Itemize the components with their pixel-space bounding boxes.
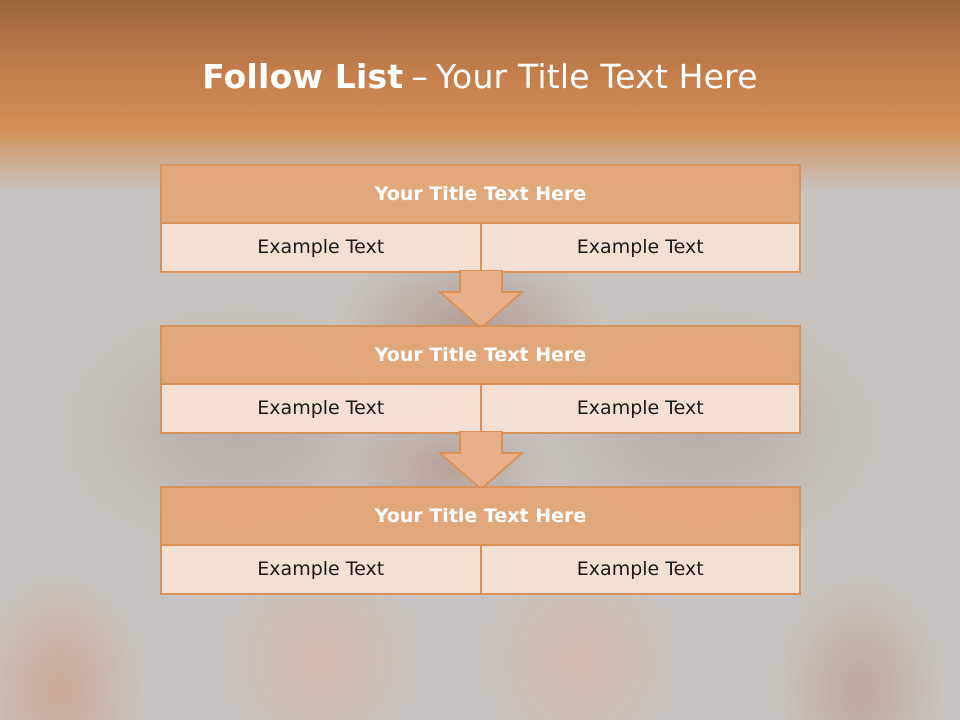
flow-block-cell-left: Example Text xyxy=(162,546,482,593)
flow-block-cell-right: Example Text xyxy=(481,385,799,432)
flow-block-3: Your Title Text Here Example Text Exampl… xyxy=(160,486,801,595)
down-arrow-icon xyxy=(438,270,524,330)
flow-block-1: Your Title Text Here Example Text Exampl… xyxy=(160,164,801,273)
flow-block-title: Your Title Text Here xyxy=(162,166,799,224)
slide-title-separator: – xyxy=(411,57,429,96)
slide-title-bold: Follow List xyxy=(202,57,404,96)
flow-block-row: Example Text Example Text xyxy=(162,546,799,593)
down-arrow-icon xyxy=(438,431,524,491)
flow-block-cell-right: Example Text xyxy=(481,224,799,271)
slide-title: Follow List–Your Title Text Here xyxy=(0,52,960,102)
flow-block-2: Your Title Text Here Example Text Exampl… xyxy=(160,325,801,434)
flow-block-cell-right: Example Text xyxy=(481,546,799,593)
header-band xyxy=(0,0,960,190)
flow-block-row: Example Text Example Text xyxy=(162,224,799,271)
flow-block-row: Example Text Example Text xyxy=(162,385,799,432)
flow-block-title: Your Title Text Here xyxy=(162,327,799,385)
flow-block-cell-left: Example Text xyxy=(162,224,482,271)
flow-block-cell-left: Example Text xyxy=(162,385,482,432)
slide-title-text: Your Title Text Here xyxy=(436,57,758,96)
flow-block-title: Your Title Text Here xyxy=(162,488,799,546)
